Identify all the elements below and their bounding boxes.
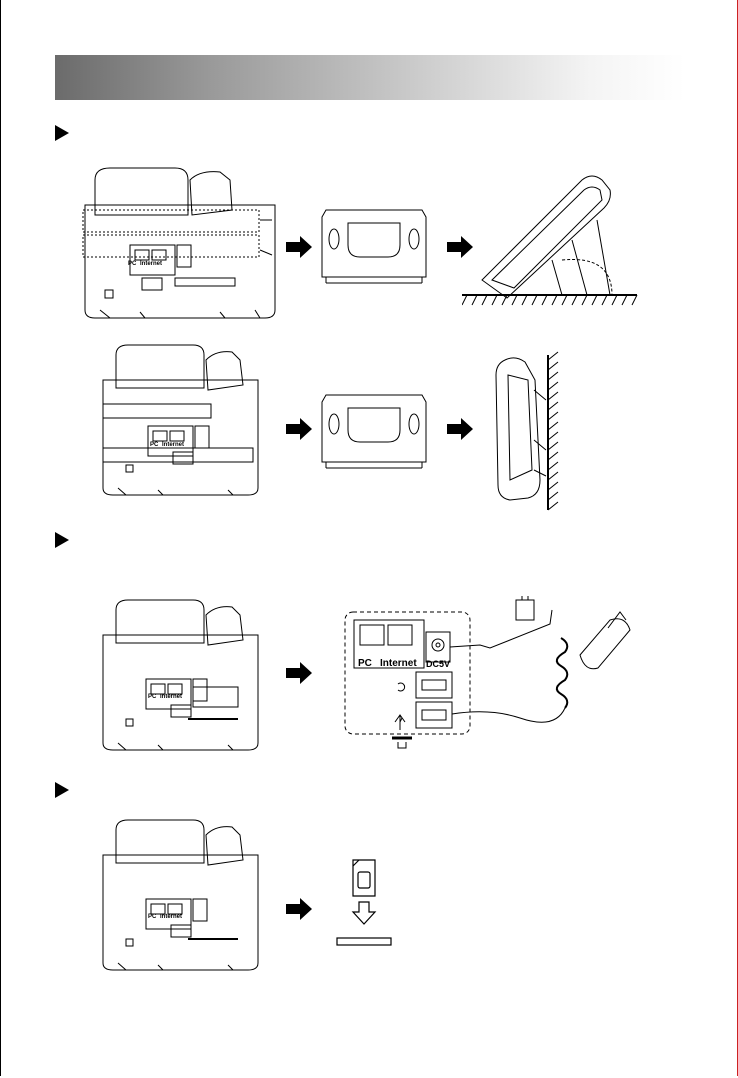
- step-arrow-icon: [286, 898, 312, 920]
- internet-port-label: Internet: [160, 694, 182, 700]
- phone-on-desk-side-illustration: [462, 160, 642, 310]
- stand-bracket-illustration: [318, 205, 430, 285]
- internet-port-label: Internet: [380, 658, 417, 669]
- pc-port-label: PC: [148, 694, 157, 700]
- pc-port-label: PC: [148, 914, 157, 920]
- step-arrow-icon: [286, 236, 312, 258]
- phone-back-connect-illustration: PC Internet: [98, 595, 263, 755]
- internet-port-label: Internet: [140, 261, 162, 267]
- step-arrow-icon: [286, 418, 312, 440]
- bullet-arrow-icon: [55, 125, 69, 141]
- pc-port-label: PC: [128, 261, 137, 267]
- bullet-arrow-icon: [55, 782, 69, 798]
- pc-port-label: PC: [150, 442, 159, 448]
- internet-port-label: Internet: [162, 442, 184, 448]
- phone-back-sim-illustration: PC Internet: [98, 815, 263, 975]
- section-header-bar: [55, 55, 685, 100]
- stand-bracket-illustration: [318, 390, 430, 470]
- sim-card-insert-illustration: [335, 858, 395, 948]
- phone-back-wall-illustration: PC Internet: [98, 340, 263, 500]
- port-panel-connection-diagram: PC Internet DC5V: [340, 590, 640, 765]
- dc-power-label: DC5V: [426, 659, 450, 669]
- internet-port-label: Internet: [160, 914, 182, 920]
- step-arrow-icon: [447, 418, 473, 440]
- phone-on-wall-side-illustration: [490, 350, 570, 515]
- phone-back-desk-illustration: PC Internet: [80, 160, 280, 325]
- step-arrow-icon: [286, 662, 312, 684]
- pc-port-label: PC: [358, 658, 372, 669]
- bullet-arrow-icon: [55, 532, 69, 548]
